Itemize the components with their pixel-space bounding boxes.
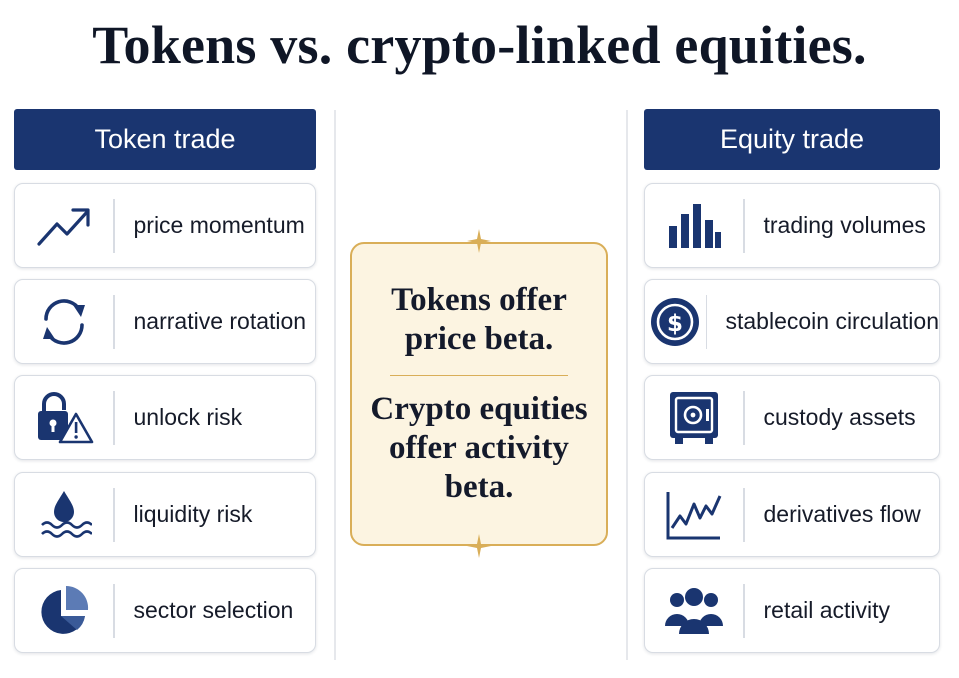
token-item-sector-selection: sector selection	[14, 568, 316, 653]
equity-item-label: custody assets	[763, 404, 916, 430]
equity-item-label: stablecoin circulation	[725, 308, 939, 334]
lock-warning-icon	[15, 376, 113, 459]
card-separator	[743, 583, 745, 638]
equity-item-trading-volumes: trading volumes	[644, 183, 940, 268]
insight-rule	[390, 374, 568, 377]
page-title: Tokens vs. crypto-linked equities.	[92, 15, 867, 75]
trending-up-icon	[15, 184, 113, 267]
card-separator	[113, 390, 115, 445]
equity-trade-header-label: Equity trade	[719, 124, 865, 154]
equity-item-retail-activity: retail activity	[644, 568, 940, 653]
equity-trade-header: Equity trade	[644, 109, 940, 170]
safe-icon	[645, 376, 743, 459]
sparkle-top-icon	[467, 229, 491, 253]
right-divider	[626, 110, 628, 660]
dollar-coin-icon: $	[645, 280, 706, 363]
card-separator	[743, 487, 745, 542]
card-separator	[113, 583, 115, 638]
token-trade-header-label: Token trade	[94, 124, 236, 154]
left-divider	[334, 110, 336, 660]
token-item-narrative-rotation: narrative rotation	[14, 279, 316, 364]
card-separator	[743, 390, 745, 445]
token-item-label: liquidity risk	[133, 501, 253, 527]
card-separator	[113, 487, 115, 542]
bar-chart-icon	[645, 184, 743, 267]
equity-item-label: trading volumes	[763, 212, 926, 238]
equity-item-label: derivatives flow	[763, 501, 921, 527]
insight-token-beta: Tokens offer price beta.	[391, 281, 567, 357]
pie-chart-icon	[15, 569, 113, 652]
card-separator	[113, 294, 115, 349]
token-item-price-momentum: price momentum	[14, 183, 316, 268]
token-item-liquidity-risk: liquidity risk	[14, 472, 316, 557]
people-icon	[645, 569, 743, 652]
card-separator	[113, 198, 115, 253]
equity-item-label: retail activity	[763, 597, 891, 623]
token-item-label: price momentum	[133, 212, 305, 238]
key-insight-panel: Tokens offer price beta. Crypto equities…	[350, 242, 608, 546]
card-separator	[705, 294, 707, 349]
token-item-label: unlock risk	[133, 404, 243, 430]
line-chart-icon	[645, 473, 743, 556]
equity-item-stablecoin-circulation: $ stablecoin circulation	[644, 279, 940, 364]
card-separator	[743, 198, 745, 253]
equity-item-custody-assets: custody assets	[644, 375, 940, 460]
refresh-icon	[15, 280, 113, 363]
sparkle-bottom-icon	[467, 534, 491, 558]
token-item-label: sector selection	[133, 597, 294, 623]
token-item-label: narrative rotation	[133, 308, 307, 334]
equity-item-derivatives-flow: derivatives flow	[644, 472, 940, 557]
svg-text:$: $	[667, 311, 683, 337]
insight-equity-beta: Crypto equities offer activity beta.	[370, 391, 588, 506]
token-item-unlock-risk: unlock risk	[14, 375, 316, 460]
token-trade-header: Token trade	[14, 109, 316, 170]
water-drop-icon	[15, 473, 113, 556]
